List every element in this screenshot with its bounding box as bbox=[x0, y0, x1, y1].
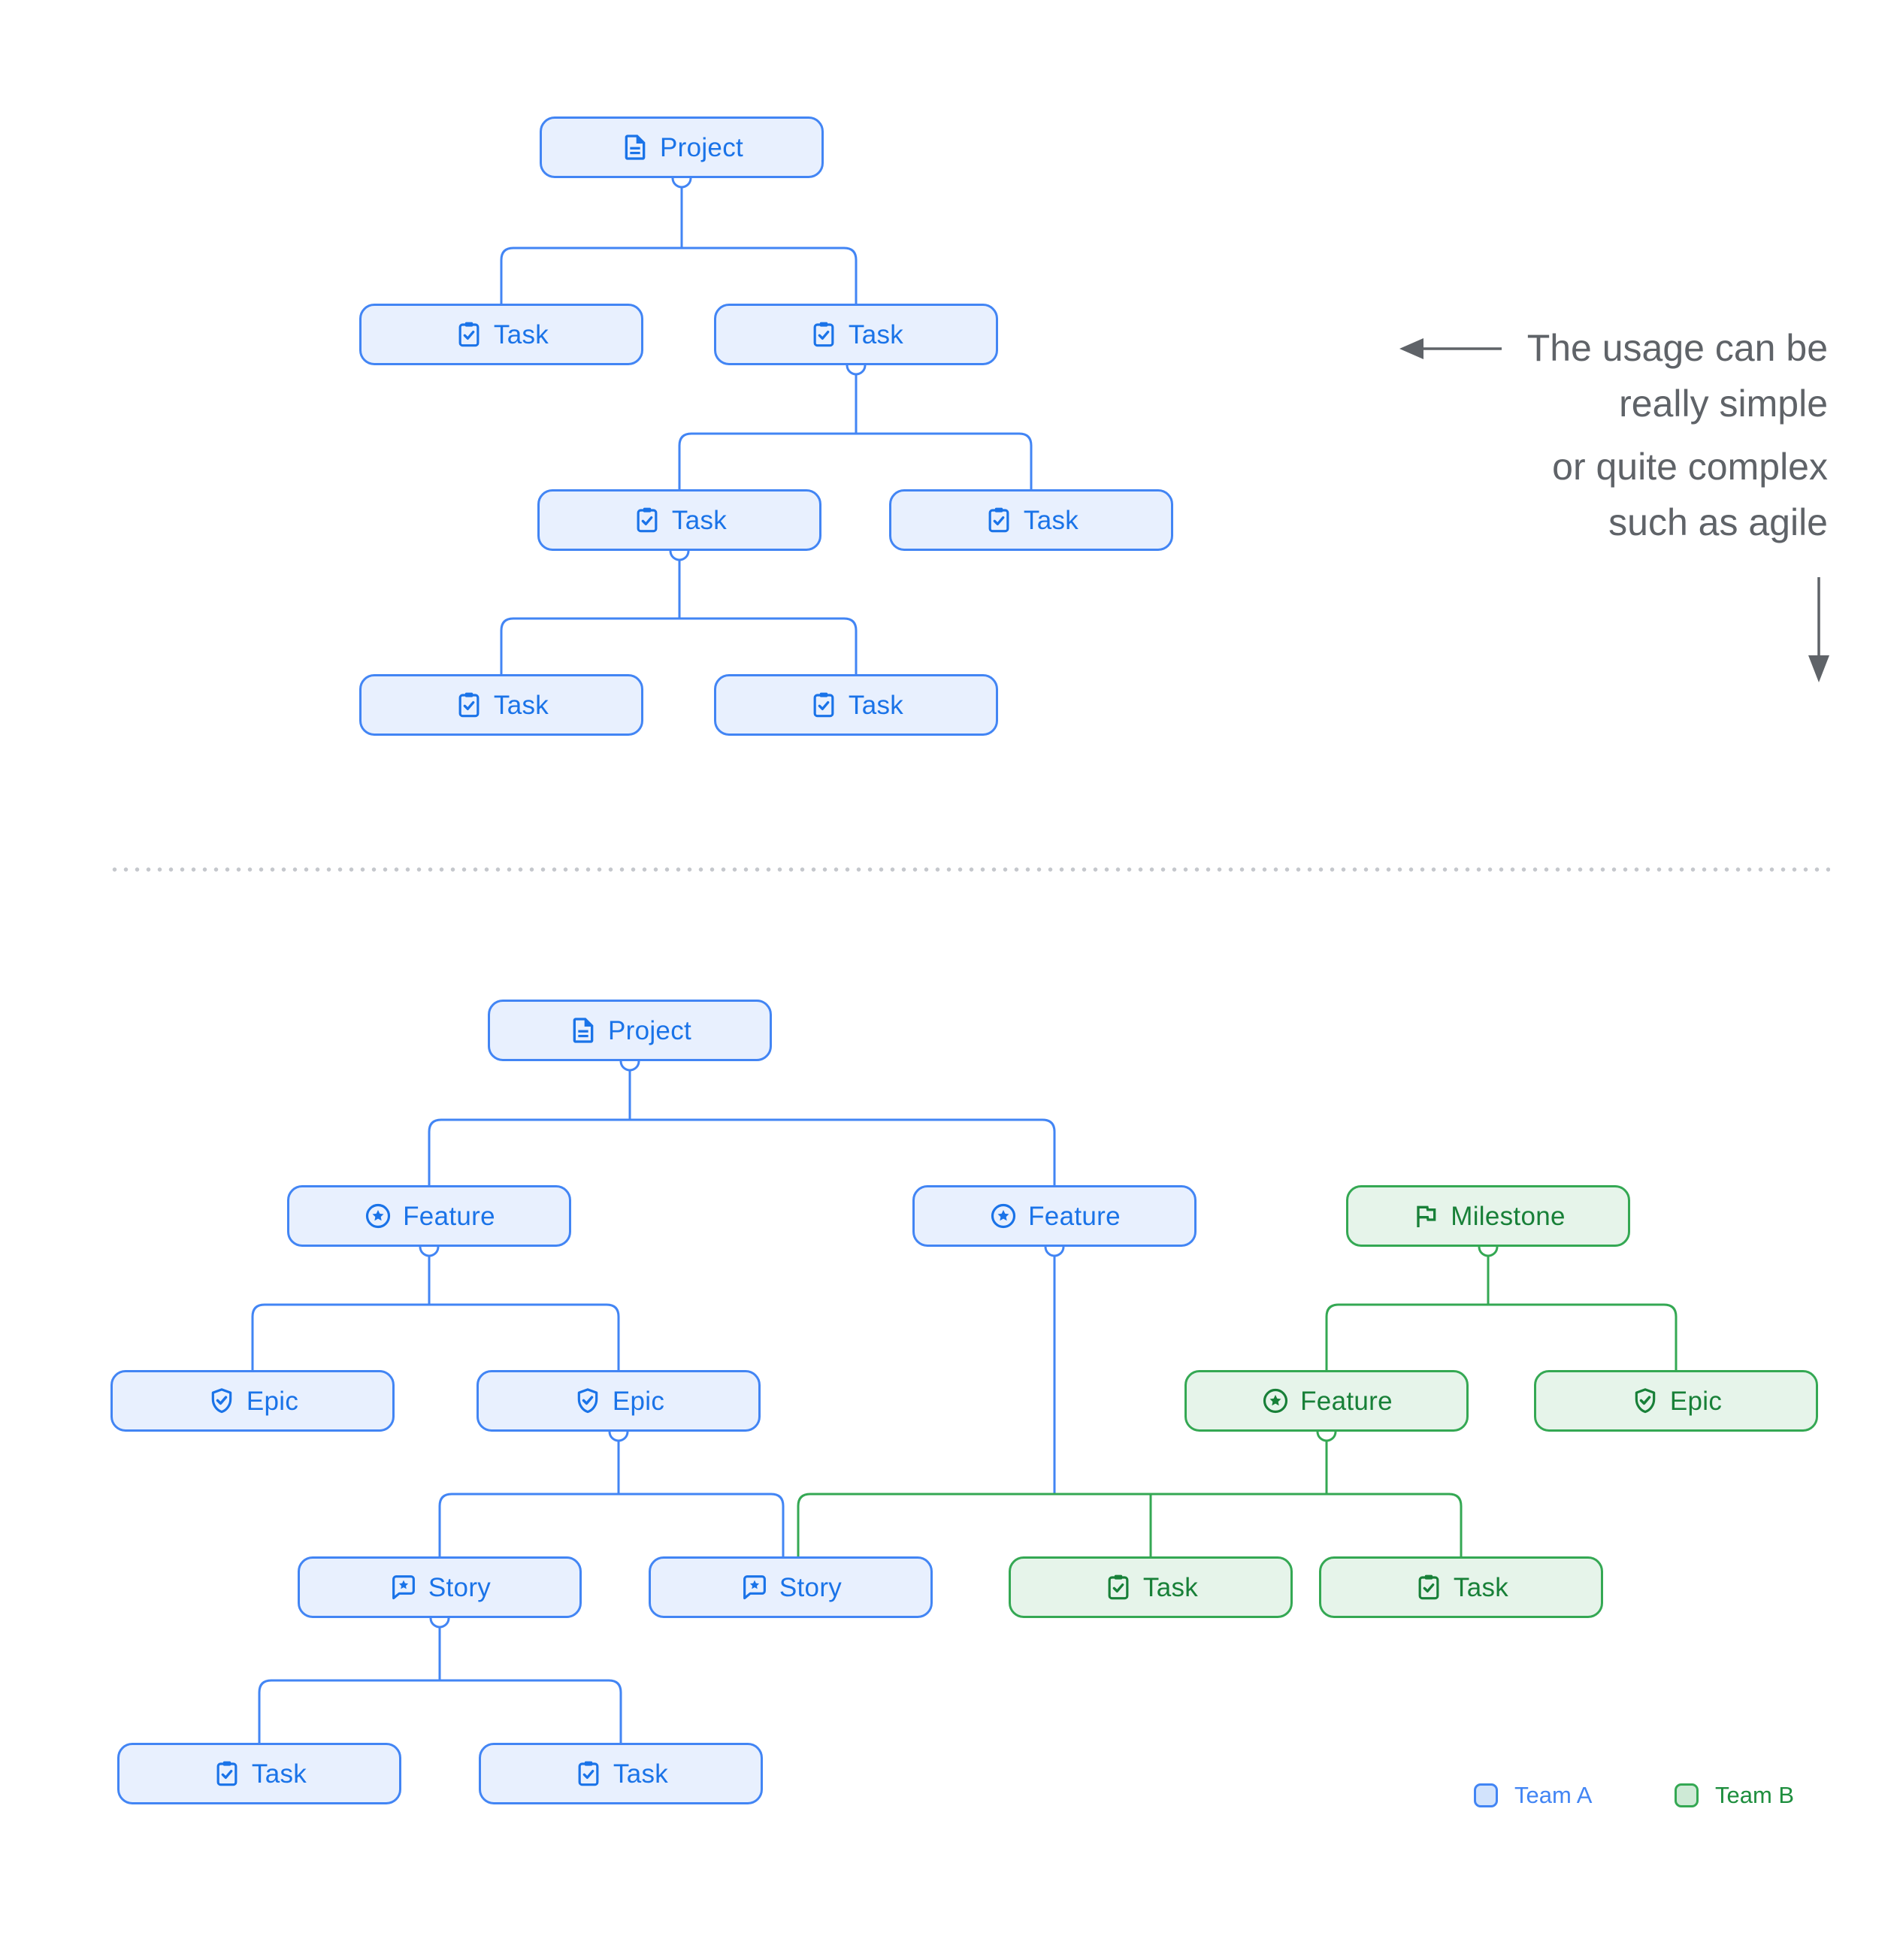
node-task: Task bbox=[117, 1743, 401, 1804]
team-a-swatch bbox=[1474, 1783, 1498, 1807]
node-label: Project bbox=[659, 132, 744, 162]
task-icon bbox=[573, 1759, 604, 1789]
task-icon bbox=[809, 319, 839, 349]
feature-icon bbox=[1260, 1386, 1290, 1416]
task-icon bbox=[632, 505, 662, 535]
team-a-connectors bbox=[251, 178, 1056, 1743]
node-label: Epic bbox=[612, 1386, 665, 1416]
annotation-line: really simple bbox=[1619, 383, 1828, 425]
node-label: Task bbox=[493, 319, 549, 349]
node-label: Task bbox=[848, 319, 904, 349]
feature-icon bbox=[988, 1201, 1018, 1231]
node-story: Story bbox=[649, 1556, 933, 1618]
milestone-flag-icon bbox=[1411, 1201, 1441, 1231]
node-project: Project bbox=[540, 116, 824, 178]
node-story: Story bbox=[298, 1556, 582, 1618]
left-arrow-icon bbox=[1399, 338, 1502, 359]
task-icon bbox=[984, 505, 1014, 535]
node-task: Task bbox=[537, 489, 821, 551]
task-icon bbox=[454, 690, 484, 720]
legend-label: Team B bbox=[1715, 1782, 1795, 1808]
node-label: Milestone bbox=[1451, 1201, 1566, 1231]
node-epic: Epic bbox=[1534, 1370, 1818, 1432]
task-icon bbox=[212, 1759, 242, 1789]
node-label: Task bbox=[848, 690, 904, 720]
node-task: Task bbox=[479, 1743, 763, 1804]
node-task: Task bbox=[1009, 1556, 1293, 1618]
annotation-line: The usage can be bbox=[1526, 327, 1828, 369]
node-feature: Feature bbox=[912, 1185, 1197, 1247]
task-icon bbox=[809, 690, 839, 720]
epic-shield-icon bbox=[573, 1386, 603, 1416]
node-task: Task bbox=[1319, 1556, 1603, 1618]
epic-shield-icon bbox=[207, 1386, 237, 1416]
epic-shield-icon bbox=[1630, 1386, 1660, 1416]
legend-team-a: Team A bbox=[1474, 1782, 1592, 1809]
story-comment-icon bbox=[389, 1572, 419, 1602]
section-divider bbox=[109, 867, 1830, 873]
node-label: Task bbox=[1023, 505, 1079, 535]
feature-icon bbox=[363, 1201, 393, 1231]
task-icon bbox=[1103, 1572, 1133, 1602]
node-task: Task bbox=[714, 674, 998, 736]
task-icon bbox=[1414, 1572, 1444, 1602]
node-epic: Epic bbox=[477, 1370, 761, 1432]
task-icon bbox=[454, 319, 484, 349]
annotation-note: The usage can be really simple or quite … bbox=[1527, 320, 1828, 550]
legend-label: Team A bbox=[1514, 1782, 1593, 1808]
node-project: Project bbox=[488, 1000, 772, 1061]
annotation-line: such as agile bbox=[1608, 501, 1828, 543]
down-arrow-icon bbox=[1808, 577, 1829, 682]
node-feature: Feature bbox=[287, 1185, 571, 1247]
annotation-line: or quite complex bbox=[1552, 446, 1828, 488]
team-b-swatch bbox=[1675, 1783, 1699, 1807]
node-task: Task bbox=[359, 304, 643, 365]
node-label: Task bbox=[613, 1759, 669, 1789]
node-label: Epic bbox=[246, 1386, 299, 1416]
node-label: Story bbox=[428, 1572, 492, 1602]
document-icon bbox=[620, 132, 650, 162]
node-label: Task bbox=[251, 1759, 307, 1789]
document-icon bbox=[568, 1015, 598, 1045]
node-feature: Feature bbox=[1184, 1370, 1469, 1432]
legend-team-b: Team B bbox=[1675, 1782, 1794, 1809]
node-label: Feature bbox=[1028, 1201, 1121, 1231]
node-label: Task bbox=[1142, 1572, 1199, 1602]
node-task: Task bbox=[714, 304, 998, 365]
node-label: Task bbox=[493, 690, 549, 720]
node-label: Epic bbox=[1669, 1386, 1723, 1416]
node-epic: Epic bbox=[110, 1370, 395, 1432]
node-label: Feature bbox=[403, 1201, 495, 1231]
node-milestone: Milestone bbox=[1346, 1185, 1630, 1247]
node-label: Task bbox=[671, 505, 728, 535]
node-task: Task bbox=[889, 489, 1173, 551]
node-label: Story bbox=[779, 1572, 843, 1602]
node-label: Feature bbox=[1300, 1386, 1393, 1416]
node-task: Task bbox=[359, 674, 643, 736]
story-comment-icon bbox=[740, 1572, 770, 1602]
node-label: Project bbox=[607, 1015, 692, 1045]
node-label: Task bbox=[1453, 1572, 1509, 1602]
